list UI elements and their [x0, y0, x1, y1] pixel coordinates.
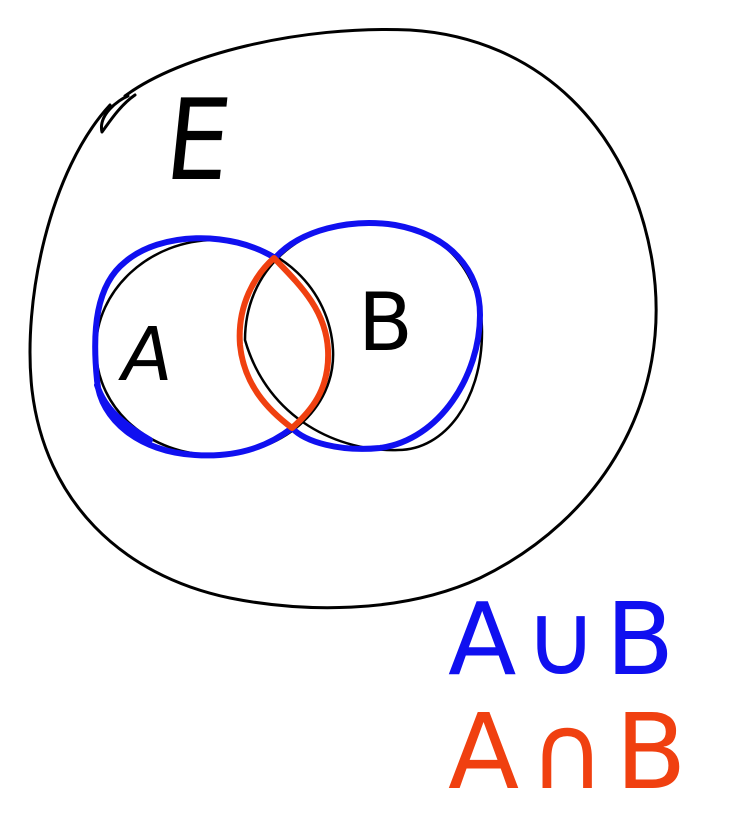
universe-label: E [159, 76, 238, 206]
intersection-notation: A∩B [448, 691, 697, 813]
universe-outline [28, 27, 658, 610]
set-b-label: B [358, 276, 413, 369]
union-notation: A∪B [448, 581, 683, 698]
set-a-circle [94, 238, 335, 457]
intersection-outline [236, 255, 332, 431]
